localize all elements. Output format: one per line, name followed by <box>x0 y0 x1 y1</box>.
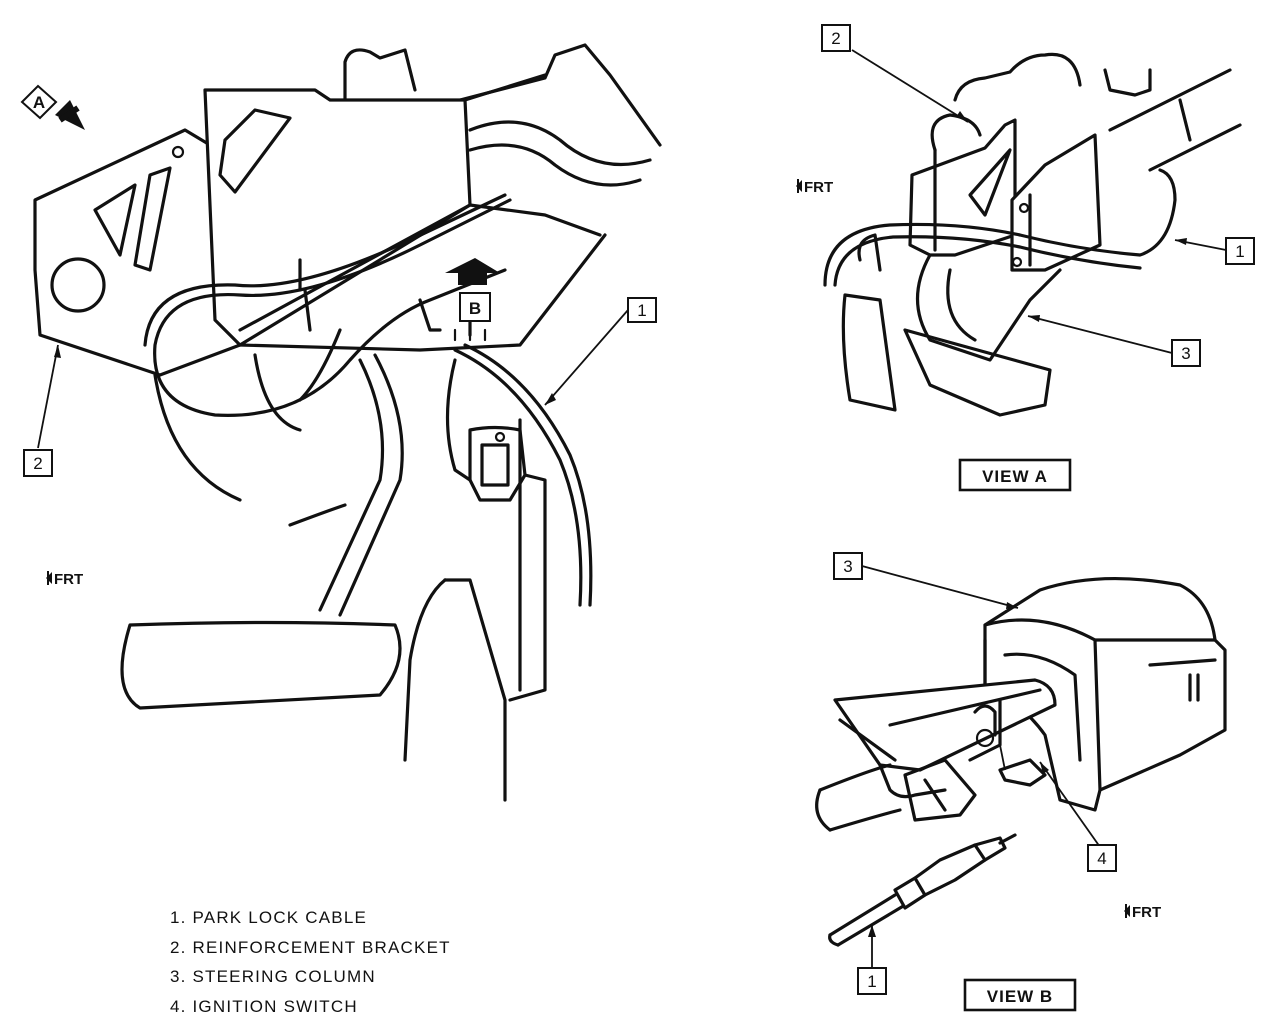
view-b-tag: B <box>469 299 481 318</box>
main-view: B A 1 2 FRT <box>20 43 662 802</box>
legend-item-reinforcement-bracket: 2. REINFORCEMENT BRACKET <box>170 937 451 957</box>
main-callout-2: 2 <box>33 454 42 473</box>
parts-legend: 1. PARK LOCK CABLE 2. REINFORCEMENT BRAC… <box>170 903 451 1021</box>
view-b-title: VIEW B <box>987 987 1053 1006</box>
main-frt-label: FRT <box>54 571 83 588</box>
park-lock-cable <box>153 198 512 417</box>
view-a-frt-label: FRT <box>804 179 833 196</box>
view-a-callout-1: 1 <box>1235 242 1244 261</box>
view-b-frt-label: FRT <box>1132 904 1161 921</box>
view-a-indicator: A <box>20 84 85 130</box>
view-a: 2 1 3 FRT VIEW A <box>796 24 1255 492</box>
view-a-tag: A <box>33 93 45 112</box>
view-a-callout-3: 3 <box>1181 344 1190 363</box>
main-callout-1: 1 <box>637 301 646 320</box>
view-a-callout-2: 2 <box>831 29 840 48</box>
legend-item-steering-column: 3. STEERING COLUMN <box>170 967 376 986</box>
view-b-callout-1: 1 <box>867 972 876 991</box>
legend-item-ignition-switch: 4. IGNITION SWITCH <box>170 996 358 1016</box>
view-b: 3 4 1 FRT VIEW B <box>815 552 1227 1012</box>
legend-item-park-lock-cable: 1. PARK LOCK CABLE <box>170 908 368 927</box>
brake-pedal <box>120 620 402 710</box>
view-b-callout-4: 4 <box>1097 849 1106 868</box>
view-b-callout-3: 3 <box>843 557 852 576</box>
view-a-title: VIEW A <box>982 467 1048 486</box>
